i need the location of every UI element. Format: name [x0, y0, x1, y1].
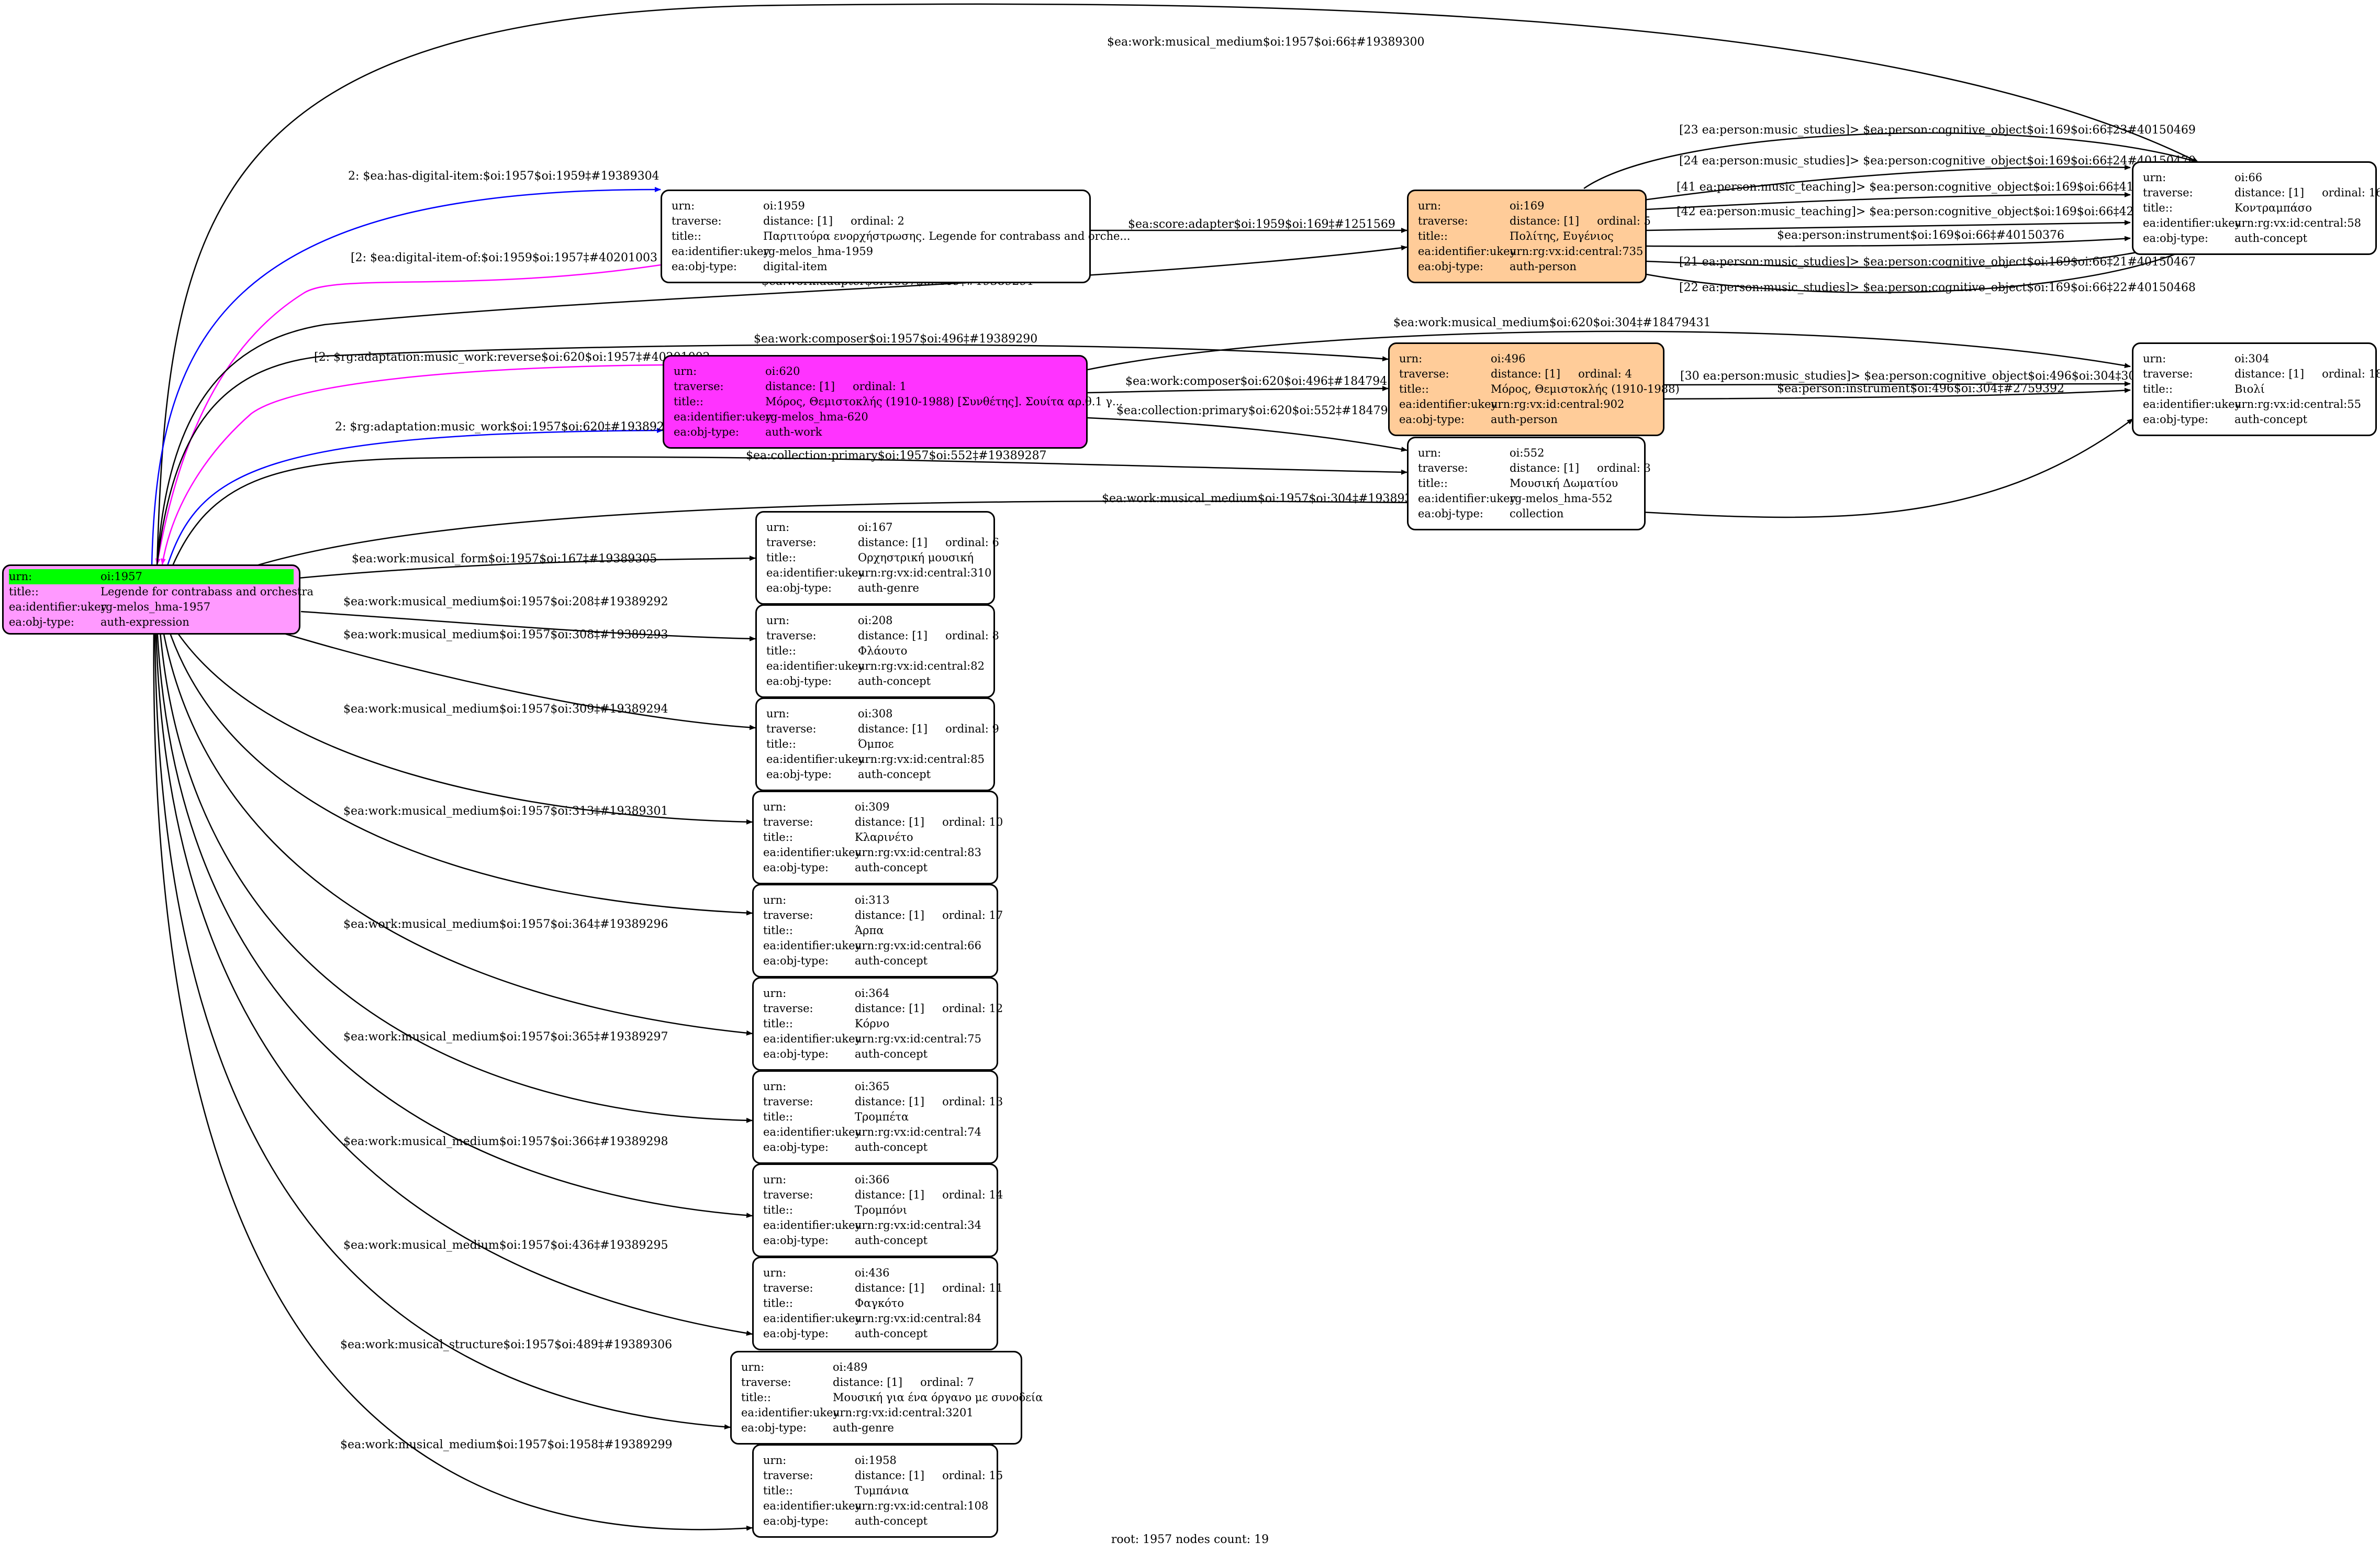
- edge-e26: [1646, 192, 2131, 210]
- edge-e17: [156, 625, 753, 1218]
- edge-label: $ea:collection:primary$oi:620$oi:552‡#18…: [1116, 404, 1410, 417]
- edge-label: $ea:work:musical_medium$oi:1957$oi:365‡#…: [343, 1030, 668, 1044]
- edge-e04: [156, 245, 1407, 566]
- edge-label: $ea:work:musical_medium$oi:1957$oi:366‡#…: [343, 1135, 668, 1148]
- edge-label: 2: $rg:adaptation:music_work$oi:1957$oi:…: [335, 420, 679, 434]
- edge-label: [22 ea:person:music_studies]> $ea:person…: [1679, 281, 2196, 294]
- edge-label: $ea:work:musical_medium$oi:1957$oi:208‡#…: [343, 595, 668, 608]
- edge-e11: [300, 611, 756, 641]
- edge-label: $ea:work:musical_medium$oi:1957$oi:1958‡…: [340, 1438, 673, 1451]
- node-oi-365[interactable]: urn:oi:365 traverse:distance: [1]ordinal…: [752, 1070, 1003, 1164]
- edge-e30: [1622, 241, 2204, 293]
- node-oi-364[interactable]: urn:oi:364 traverse:distance: [1]ordinal…: [752, 977, 1003, 1071]
- edge-label: [24 ea:person:music_studies]> $ea:person…: [1679, 154, 2196, 168]
- edge-label: $ea:collection:primary$oi:1957$oi:552‡#1…: [746, 449, 1047, 462]
- node-oi-1959[interactable]: urn:oi:1959 traverse:distance: [1]ordina…: [661, 190, 1130, 283]
- edge-label: $ea:work:musical_medium$oi:1957$oi:304‡#…: [1102, 492, 1427, 505]
- edge-label: [42 ea:person:music_teaching]> $ea:perso…: [1677, 205, 2202, 218]
- edge-label: $ea:work:musical_medium$oi:1957$oi:308‡#…: [343, 628, 668, 641]
- edge-label: $ea:work:musical_medium$oi:1957$oi:436‡#…: [343, 1239, 668, 1252]
- edge-label: [2: $ea:digital-item-of:$oi:1959$oi:1957…: [351, 251, 657, 264]
- edge-e28: [1646, 236, 2131, 247]
- edge-e03: [155, 264, 661, 565]
- edge-e13: [172, 625, 753, 825]
- edge-e15: [161, 625, 753, 1036]
- edge-e16: [159, 625, 753, 1123]
- edge-e06: [160, 364, 664, 565]
- edge-label: [41 ea:person:music_teaching]> $ea:perso…: [1677, 181, 2202, 194]
- edge-label: $ea:work:composer$oi:1957$oi:496‡#193892…: [754, 332, 1038, 346]
- edge-e08: [172, 456, 1407, 566]
- edge-label: [23 ea:person:music_studies]> $ea:person…: [1679, 124, 2196, 137]
- edge-e22: [1087, 386, 1389, 394]
- edge-e20: [153, 625, 753, 1531]
- edge-e31: [1087, 330, 2131, 371]
- edge-e09: [256, 418, 2133, 567]
- node-oi-436[interactable]: urn:oi:436 traverse:distance: [1]ordinal…: [752, 1257, 1003, 1350]
- graph-footer: root: 1957 nodes count: 19: [1111, 1533, 1269, 1546]
- edge-e07: [166, 428, 663, 566]
- node-oi-1958[interactable]: urn:oi:1958 traverse:distance: [1]ordina…: [752, 1444, 1003, 1538]
- node-row-type: ea:obj-type:auth-expression: [9, 616, 189, 628]
- node-oi-208[interactable]: urn:oi:208 traverse:distance: [1]ordinal…: [755, 604, 999, 698]
- node-oi-1957[interactable]: urn:oi:1957 title::Legende for contrabas…: [2, 564, 314, 635]
- node-oi-489[interactable]: urn:oi:489 traverse:distance: [1]ordinal…: [730, 1351, 1043, 1445]
- edge-label: $ea:score:adapter$oi:1959$oi:169‡#125156…: [1128, 218, 1395, 231]
- edge-e29: [1633, 242, 2173, 269]
- node-oi-167[interactable]: urn:oi:167 traverse:distance: [1]ordinal…: [755, 511, 999, 605]
- node-oi-620[interactable]: urn:oi:620 traverse:distance: [1]ordinal…: [663, 355, 1123, 449]
- node-oi-66[interactable]: urn:oi:66 traverse:distance: [1]ordinal:…: [2132, 161, 2380, 255]
- node-row-urn: urn:oi:1957: [9, 569, 294, 584]
- edge-e05: [156, 343, 1389, 566]
- node-oi-309[interactable]: urn:oi:309 traverse:distance: [1]ordinal…: [752, 791, 1003, 884]
- edge-e25: [1643, 164, 2131, 201]
- edge-e01: [156, 3, 2199, 566]
- edge-e32: [1664, 381, 2131, 387]
- edge-label: $ea:work:musical_form$oi:1957$oi:167‡#19…: [352, 552, 657, 565]
- edge-e27: [1646, 220, 2131, 231]
- edge-e12: [266, 627, 756, 730]
- edge-e24: [1583, 132, 2199, 190]
- edge-label: $ea:work:musical_medium$oi:1957$oi:313‡#…: [343, 805, 668, 818]
- edge-label: [2: $rg:adaptation:music_work:reverse$oi…: [314, 351, 710, 364]
- edge-label: $ea:work:musical_medium$oi:1957$oi:66‡#1…: [1107, 36, 1425, 49]
- edge-e14: [166, 625, 753, 916]
- edge-e18: [155, 625, 753, 1336]
- edge-label: $ea:person:instrument$oi:169$oi:66‡#4015…: [1777, 229, 2064, 242]
- node-oi-313[interactable]: urn:oi:313 traverse:distance: [1]ordinal…: [752, 884, 1003, 978]
- edge-e23: [1087, 417, 1407, 452]
- edge-label: $ea:work:composer$oi:620$oi:496‡#1847943…: [1125, 375, 1402, 388]
- node-oi-552[interactable]: urn:oi:552 traverse:distance: [1]ordinal…: [1407, 437, 1651, 530]
- edge-label: $ea:person:instrument$oi:496$oi:304‡#275…: [1777, 382, 2064, 395]
- edge-e02: [151, 186, 661, 566]
- edge-label: [21 ea:person:music_studies]> $ea:person…: [1679, 256, 2196, 269]
- node-oi-308[interactable]: urn:oi:308 traverse:distance: [1]ordinal…: [755, 697, 999, 791]
- edge-label: $ea:work:musical_medium$oi:620$oi:304‡#1…: [1393, 316, 1711, 329]
- edge-label: $ea:work:musical_medium$oi:1957$oi:364‡#…: [343, 918, 668, 931]
- node-row-title: title::Legende for contrabass and orches…: [9, 585, 314, 598]
- node-oi-169[interactable]: urn:oi:169 traverse:distance: [1]ordinal…: [1407, 190, 1651, 283]
- edge-label: $ea:work:musical_structure$oi:1957$oi:48…: [340, 1338, 673, 1351]
- edge-e33: [1664, 387, 2131, 400]
- node-oi-366[interactable]: urn:oi:366 traverse:distance: [1]ordinal…: [752, 1163, 1003, 1257]
- edge-e19: [154, 625, 731, 1430]
- edge-label: 2: $ea:has-digital-item:$oi:1957$oi:1959…: [348, 170, 660, 183]
- edge-label: [30 ea:person:music_studies]> $ea:person…: [1680, 370, 2197, 383]
- edge-e10: [266, 556, 756, 582]
- node-oi-304[interactable]: urn:oi:304 traverse:distance: [1]ordinal…: [2132, 342, 2380, 436]
- node-oi-496[interactable]: urn:oi:496 traverse:distance: [1]ordinal…: [1388, 342, 1680, 436]
- edge-label: $ea:work:musical_medium$oi:1957$oi:309‡#…: [343, 703, 668, 716]
